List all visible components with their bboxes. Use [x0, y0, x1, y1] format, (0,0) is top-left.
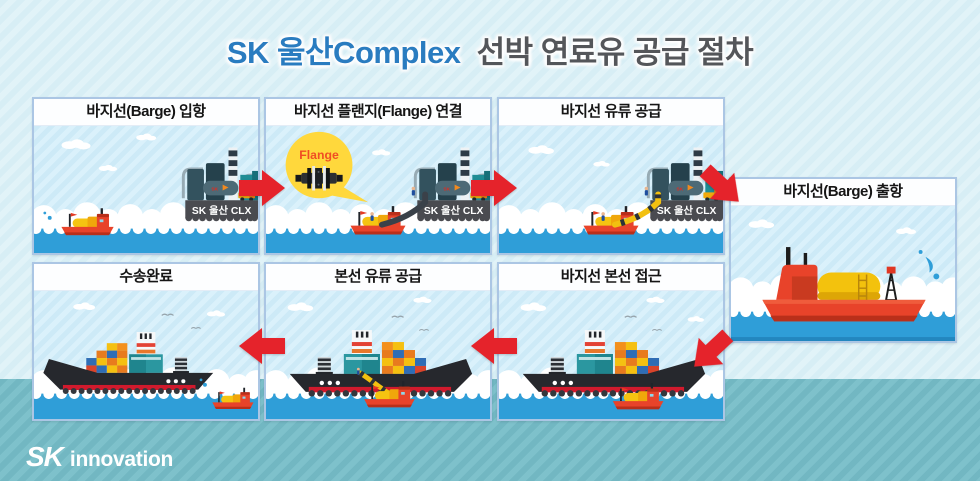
title-brand: SK 울산Complex: [226, 35, 461, 70]
barge-departure-illustration: [731, 219, 955, 341]
flange-callout-bubble: Flange: [285, 131, 369, 203]
panel-ship-oil-supply: 본선 유류 공급: [264, 262, 492, 421]
logo-sk-text: SK: [26, 441, 64, 472]
flow-arrow-down-left: [680, 320, 742, 382]
panel-barge-arrival: 바지선(Barge) 입항: [32, 97, 260, 255]
panel-flange-connect: 바지선 플랜지(Flange) 연결 Flange: [264, 97, 492, 255]
flange-callout-label: Flange: [299, 148, 339, 162]
panel-barge-oil-supply-scene: [499, 126, 723, 253]
panel-flange-connect-scene: Flange: [266, 126, 490, 253]
ship-oil-supply-illustration: [266, 296, 490, 419]
flange-connect-illustration: Flange: [266, 131, 490, 253]
panel-barge-departure-scene: [731, 206, 955, 341]
large-barge: [762, 247, 926, 322]
panel-ship-oil-supply-scene: [266, 291, 490, 419]
panel-barge-arrival-title: 바지선(Barge) 입항: [34, 99, 258, 126]
flow-arrow-right-2: [471, 167, 517, 209]
panel-barge-departure: 바지선(Barge) 출항: [729, 177, 957, 343]
splash: [918, 250, 940, 280]
page-title: SK 울산Complex 선박 연료유 공급 절차: [0, 27, 980, 72]
panel-barge-departure-title: 바지선(Barge) 출항: [731, 179, 955, 206]
title-rest: 선박 연료유 공급 절차: [476, 35, 754, 70]
panel-flange-connect-title: 바지선 플랜지(Flange) 연결: [266, 99, 490, 126]
panel-barge-approach: 바지선 본선 접근: [497, 262, 725, 421]
fuel-loading-arm: [611, 191, 662, 228]
loading-arm: [378, 191, 429, 228]
panel-barge-oil-supply-title: 바지선 유류 공급: [499, 99, 723, 126]
flow-arrow-right-1: [239, 167, 285, 209]
panel-ship-oil-supply-title: 본선 유류 공급: [266, 264, 490, 291]
logo-innovation-text: innovation: [69, 448, 174, 471]
panel-transport-complete-title: 수송완료: [34, 264, 258, 291]
barge-oil-supply-illustration: [499, 145, 723, 253]
flange-icon: [295, 166, 343, 191]
panel-barge-oil-supply: 바지선 유류 공급: [497, 97, 725, 255]
flow-arrow-down-right: [691, 155, 753, 217]
panel-barge-arrival-scene: [34, 126, 258, 253]
panel-transport-complete-scene: [34, 291, 258, 419]
transport-complete-illustration: [34, 302, 258, 419]
panel-transport-complete: 수송완료: [32, 262, 260, 421]
flow-arrow-left-2: [239, 325, 285, 367]
departing-ship: [43, 332, 214, 394]
panel-barge-approach-scene: [499, 291, 723, 419]
flow-arrow-left-1: [471, 325, 517, 367]
panel-barge-approach-title: 바지선 본선 접근: [499, 264, 723, 291]
barge-arrival-illustration: [34, 133, 258, 253]
